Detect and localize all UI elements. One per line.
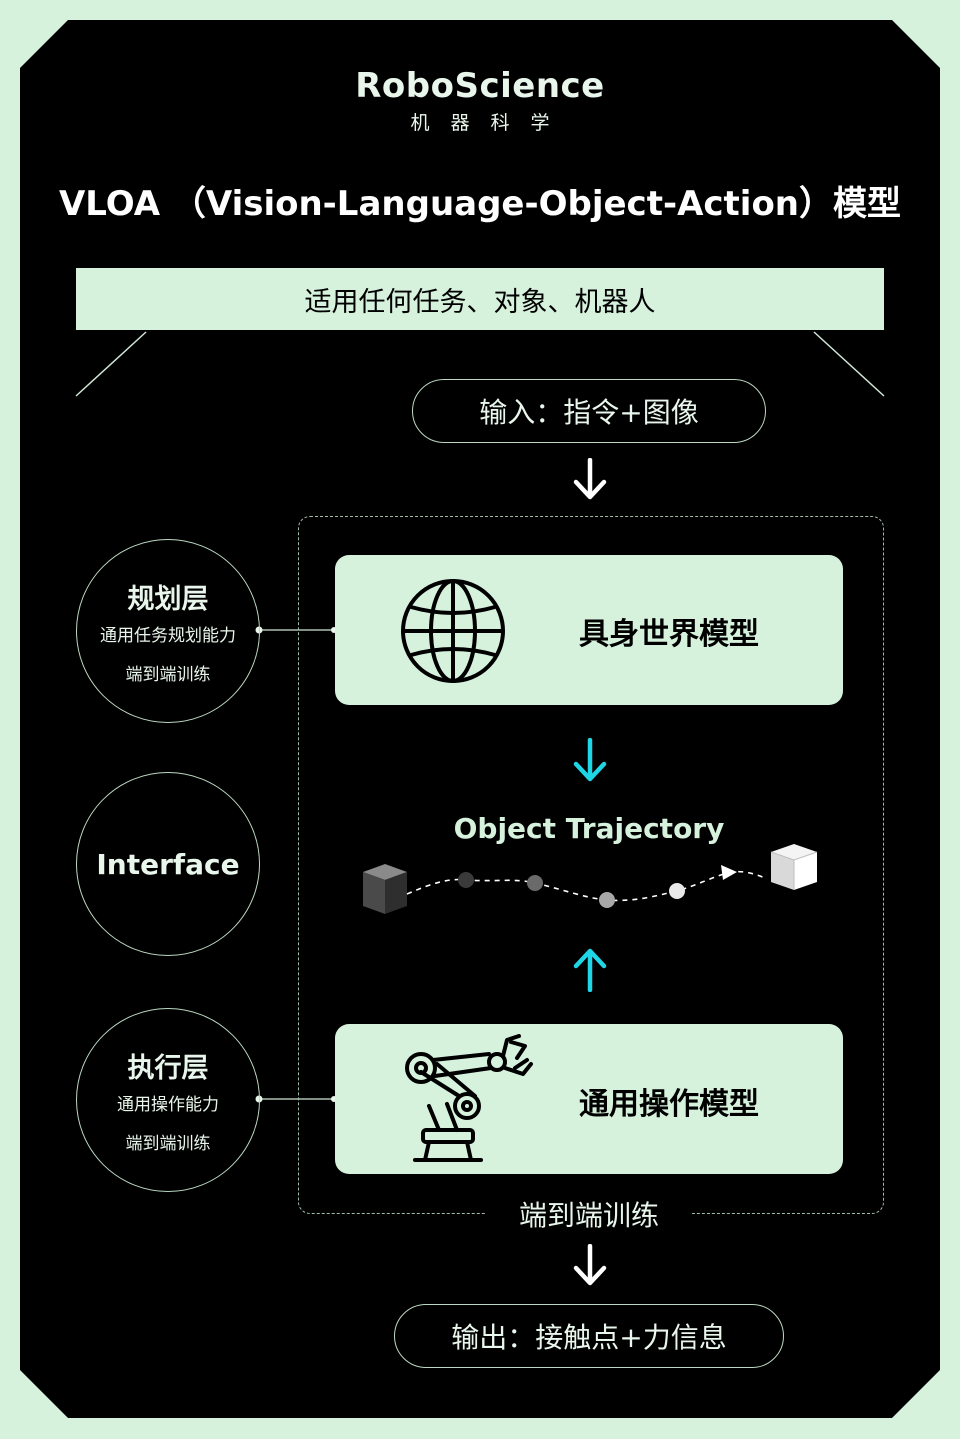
globe-icon [401,579,505,683]
brand-logo: RoboScience [355,66,605,106]
page-title: VLOA （Vision-Language-Object-Action）模型 [58,184,902,224]
robot-arm-icon [405,1034,533,1162]
scope-banner: 适用任何任务、对象、机器人 [76,268,884,330]
world-model-box: 具身世界模型 [335,555,843,705]
planning-layer-title: 规划层 [127,584,209,615]
arrow-up-icon [573,948,607,992]
world-model-label: 具身世界模型 [579,617,759,652]
end-to-end-training-label: 端到端训练 [486,1194,692,1234]
execution-layer-title: 执行层 [127,1053,209,1084]
arrow-down-icon [573,738,607,782]
manipulation-model-label: 通用操作模型 [579,1087,759,1122]
output-pill: 输出：接触点+力信息 [394,1304,784,1368]
arrow-down-icon [573,1244,607,1286]
object-trajectory-graphic [363,844,818,914]
trajectory-label: Object Trajectory [453,812,725,845]
start-cube-icon [363,864,407,914]
execution-layer-circle: 执行层 通用操作能力 端到端训练 [76,1008,260,1192]
brand-subtitle: 机器科学 [410,112,571,134]
end-cube-icon [770,844,818,890]
interface-label: Interface [96,847,240,881]
manipulation-model-box: 通用操作模型 [335,1024,843,1174]
planning-layer-line1: 通用任务规划能力 [100,626,236,646]
planning-layer-line2: 端到端训练 [125,665,211,685]
arrow-down-icon [573,458,607,500]
planning-layer-circle: 规划层 通用任务规划能力 端到端训练 [76,539,260,723]
execution-layer-line2: 端到端训练 [125,1134,211,1154]
execution-layer-line1: 通用操作能力 [117,1095,219,1115]
input-pill: 输入：指令+图像 [412,379,766,443]
interface-circle: Interface [76,772,260,956]
